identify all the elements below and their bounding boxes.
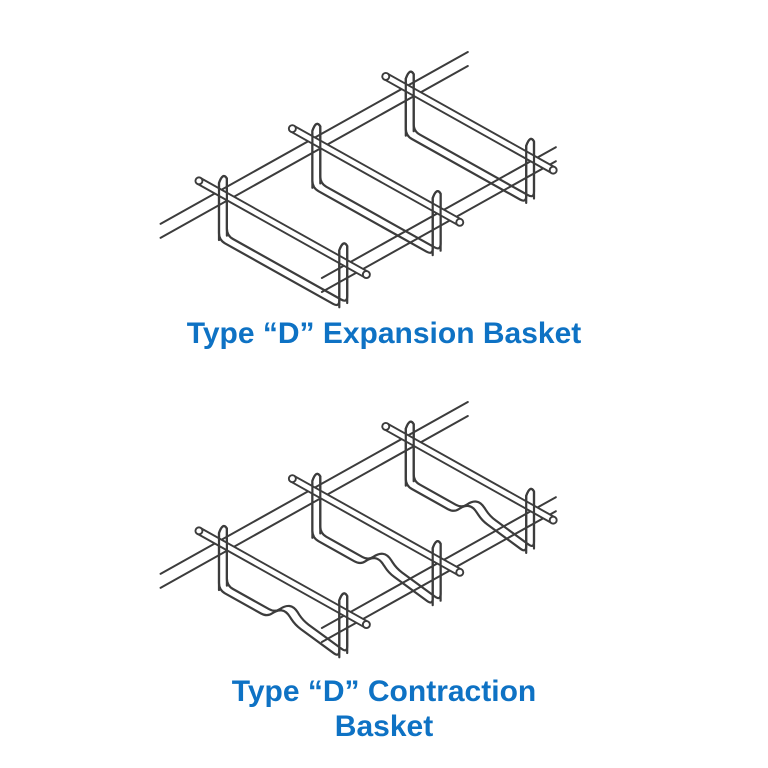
caption-line: Type “D” Contraction (231, 675, 537, 708)
caption-line: Type “D” Expansion Basket (186, 317, 582, 350)
contraction-basket-drawing (159, 401, 558, 659)
caption-line: Basket (334, 710, 434, 743)
expansion-basket-drawing (159, 51, 558, 309)
contraction-caption: Type “D” Contraction Basket (0, 674, 768, 744)
expansion-caption: Type “D” Expansion Basket (0, 316, 768, 351)
